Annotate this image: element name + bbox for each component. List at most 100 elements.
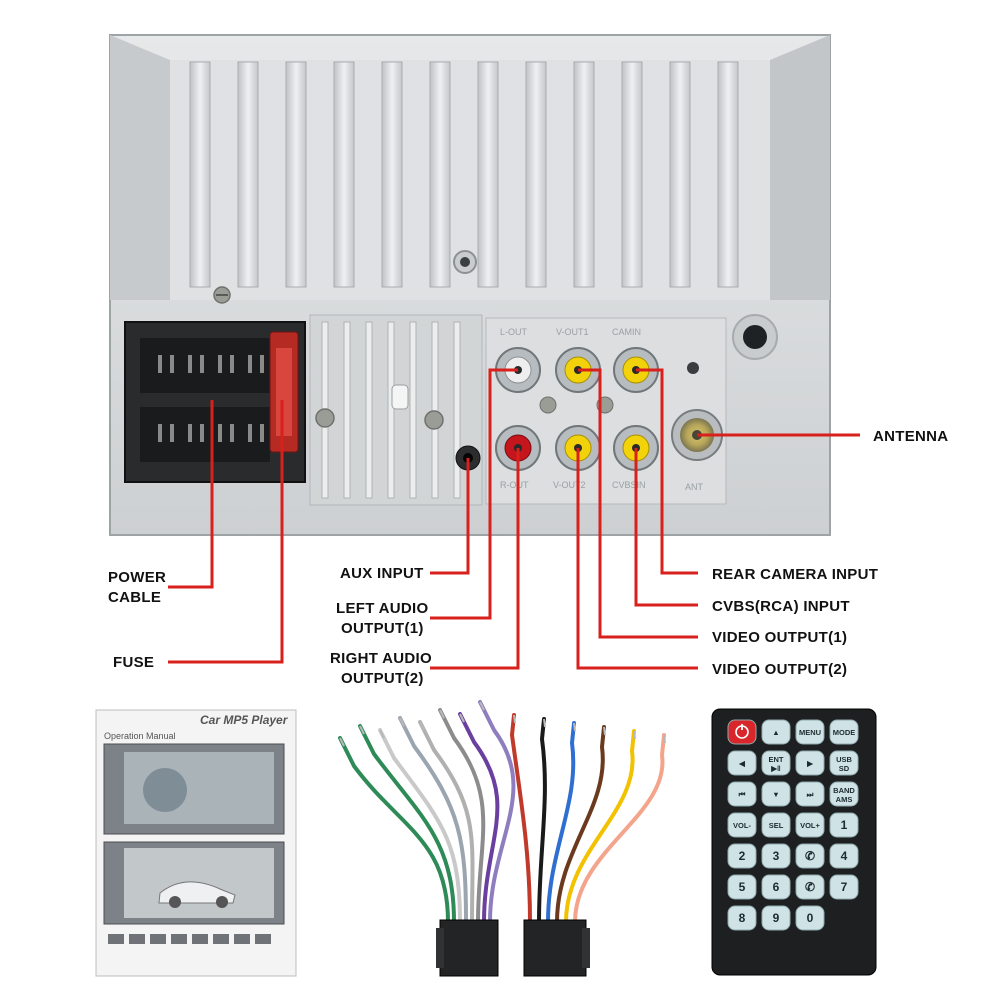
port-label-ant: ANT [685, 482, 704, 492]
connector-pin [218, 355, 222, 373]
remote-button-call[interactable]: ✆ [795, 843, 825, 869]
remote-button-right[interactable]: ▶ [795, 750, 825, 776]
wire [555, 725, 606, 924]
callout-line-right-audio [430, 448, 520, 670]
remote-button-ent[interactable]: ENT▶ǁ [761, 750, 791, 776]
remote-button-label: BAND [833, 786, 855, 795]
remote-button-label: ▶ǁ [770, 764, 781, 773]
remote-button-label: SEL [769, 821, 784, 830]
remote-button-n0[interactable]: 0 [795, 905, 825, 931]
manual-icon [171, 934, 187, 944]
remote-button-label: ▲ [772, 728, 779, 737]
remote-button-label: MENU [799, 728, 821, 737]
connector-pin [200, 355, 204, 373]
connector-pin [230, 355, 234, 373]
callout-lines [168, 368, 860, 670]
remote-button-label: VOL- [733, 821, 751, 830]
wire-tip [399, 717, 405, 727]
remote-button-next[interactable]: ⏭ [795, 781, 825, 807]
remote-button-n6[interactable]: 6 [761, 874, 791, 900]
remote-button-vol_plus[interactable]: VOL+ [795, 812, 825, 838]
remote-button-vol_minus[interactable]: VOL- [727, 812, 757, 838]
remote-button-left[interactable]: ◀ [727, 750, 757, 776]
slot [409, 321, 417, 499]
remote-button-label: 3 [773, 849, 780, 863]
wire [378, 728, 462, 924]
connector-pin [188, 355, 192, 373]
remote-button-power[interactable] [727, 719, 757, 745]
remote-button-label: 6 [773, 880, 780, 894]
callout-line-rear-camera [636, 368, 698, 575]
fin [717, 61, 739, 288]
fin [189, 61, 211, 288]
screw-icon [539, 396, 557, 414]
remote-button-hangup[interactable]: ✆ [795, 874, 825, 900]
connector-pin [260, 424, 264, 442]
remote-button-sel[interactable]: SEL [761, 812, 791, 838]
remote-button-n3[interactable]: 3 [761, 843, 791, 869]
port-label-v-out2: V-OUT2 [553, 480, 586, 490]
wire-tip [543, 718, 546, 728]
remote-button-mode[interactable]: MODE [829, 719, 859, 745]
slot [343, 321, 351, 499]
wire-tip [633, 730, 636, 740]
connector-pin [260, 355, 264, 373]
wire-tip [359, 725, 365, 735]
remote-button-label: 7 [841, 880, 848, 894]
connector-pin [230, 424, 234, 442]
port-label-l-out: L-OUT [500, 327, 528, 337]
callout-labels: POWER CABLE FUSE AUX INPUT LEFT AUDIO OU… [108, 428, 948, 687]
wire [338, 736, 450, 924]
fin [621, 61, 643, 288]
remote-button-label: ✆ [805, 880, 815, 894]
operation-manual: Car MP5 Player Operation Manual [95, 709, 297, 977]
connector-pin [248, 424, 252, 442]
remote-button-n7[interactable]: 7 [829, 874, 859, 900]
label-power-cable-line1: POWER [108, 569, 166, 586]
remote-button-n1[interactable]: 1 [829, 812, 859, 838]
connector-pin [158, 355, 162, 373]
remote-button-label: 1 [841, 818, 848, 832]
remote-button-label: 9 [773, 911, 780, 925]
port-label-v-out1: V-OUT1 [556, 327, 589, 337]
mount-hole [743, 325, 767, 349]
label-video-output-1: VIDEO OUTPUT(1) [712, 629, 847, 646]
slot [387, 321, 395, 499]
wire [418, 720, 475, 924]
remote-button-label: ◀ [738, 759, 746, 768]
connector-pin [158, 424, 162, 442]
manual-subtitle: Operation Manual [104, 731, 176, 741]
slot [431, 321, 439, 499]
connector-pin [218, 424, 222, 442]
remote-button-menu[interactable]: MENU [795, 719, 825, 745]
remote-button-prev[interactable]: ⏮ [727, 781, 757, 807]
label-video-output-2: VIDEO OUTPUT(2) [712, 661, 847, 678]
callout-line-video-out-2 [576, 448, 698, 670]
wire [509, 713, 532, 924]
remote-button-up[interactable]: ▲ [761, 719, 791, 745]
callout-line-video-out-1 [578, 368, 698, 639]
remote-button-n2[interactable]: 2 [727, 843, 757, 869]
fin [237, 61, 259, 288]
remote-button-n5[interactable]: 5 [727, 874, 757, 900]
fin [381, 61, 403, 288]
remote-button-n8[interactable]: 8 [727, 905, 757, 931]
remote-button-down[interactable]: ▼ [761, 781, 791, 807]
label-left-audio-line2: OUTPUT(1) [341, 620, 424, 637]
fin [429, 61, 451, 288]
wire [398, 716, 468, 924]
fin [477, 61, 499, 288]
wire [573, 733, 666, 924]
heat-sink-fins [189, 61, 739, 288]
screw-icon [424, 410, 444, 430]
remote-button-label: ✆ [805, 849, 815, 863]
slot [365, 321, 373, 499]
label-right-audio-line1: RIGHT AUDIO [330, 650, 432, 667]
remote-button-n9[interactable]: 9 [761, 905, 791, 931]
manual-title: Car MP5 Player [200, 713, 289, 727]
remote-button-n4[interactable]: 4 [829, 843, 859, 869]
